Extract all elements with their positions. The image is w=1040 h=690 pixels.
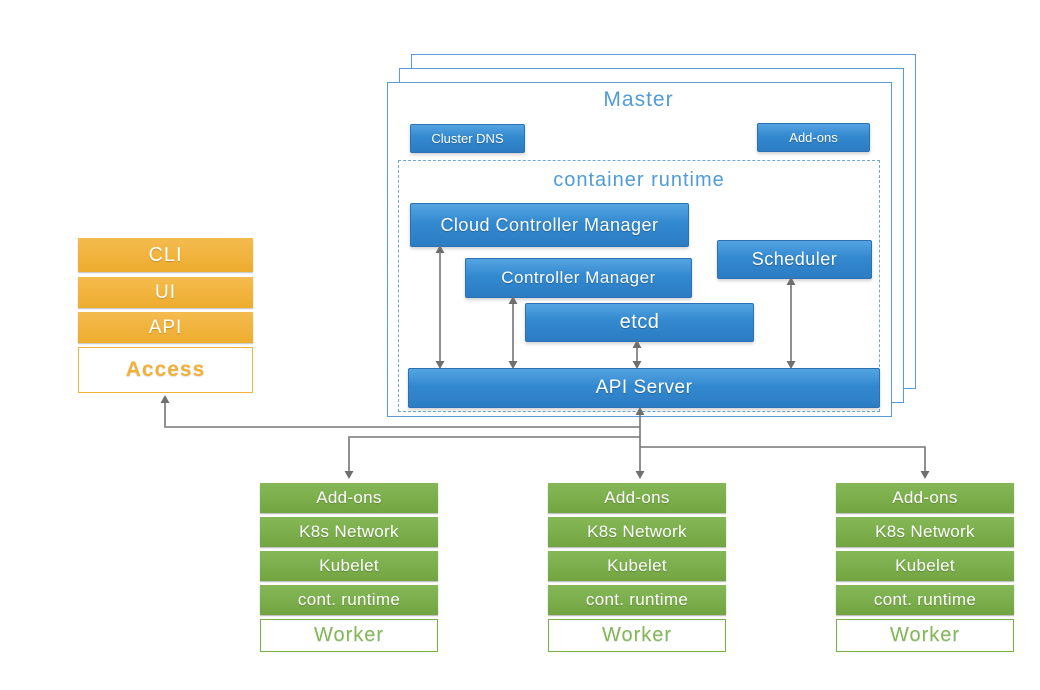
cluster-dns-box: Cluster DNS [410, 124, 525, 153]
worker2-k8s-network-box: K8s Network [548, 517, 726, 547]
access-label-box: Access [78, 347, 253, 393]
master-title: Master [603, 88, 674, 111]
apiserver-worker3-connector [640, 446, 930, 479]
worker1-addons-box: Add-ons [260, 483, 438, 513]
api-box: API [78, 312, 253, 343]
worker2-kubelet-box: Kubelet [548, 551, 726, 581]
worker1-label-box: Worker [260, 619, 438, 652]
cli-box: CLI [78, 238, 253, 272]
worker2-addons-box: Add-ons [548, 483, 726, 513]
controller-manager-box: Controller Manager [465, 258, 692, 298]
container-runtime-title: container runtime [553, 169, 725, 191]
scheduler-box: Scheduler [717, 240, 872, 279]
worker1-kubelet-box: Kubelet [260, 551, 438, 581]
worker3-kubelet-box: Kubelet [836, 551, 1014, 581]
worker3-k8s-network-box: K8s Network [836, 517, 1014, 547]
worker1-container-runtime-box: cont. runtime [260, 585, 438, 615]
etcd-box: etcd [525, 303, 754, 342]
apiserver-worker1-connector [344, 436, 640, 479]
worker-node-1: Add-ons K8s Network Kubelet cont. runtim… [260, 483, 438, 652]
worker3-addons-box: Add-ons [836, 483, 1014, 513]
worker-node-2: Add-ons K8s Network Kubelet cont. runtim… [548, 483, 726, 652]
worker3-label-box: Worker [836, 619, 1014, 652]
worker2-container-runtime-box: cont. runtime [548, 585, 726, 615]
master-addons-box: Add-ons [757, 123, 870, 152]
worker2-label-box: Worker [548, 619, 726, 652]
apiserver-worker2-connector [635, 407, 645, 479]
ui-box: UI [78, 277, 253, 308]
cloud-controller-manager-box: Cloud Controller Manager [410, 203, 689, 247]
worker-node-3: Add-ons K8s Network Kubelet cont. runtim… [836, 483, 1014, 652]
api-server-box: API Server [408, 368, 880, 408]
worker1-k8s-network-box: K8s Network [260, 517, 438, 547]
worker3-container-runtime-box: cont. runtime [836, 585, 1014, 615]
